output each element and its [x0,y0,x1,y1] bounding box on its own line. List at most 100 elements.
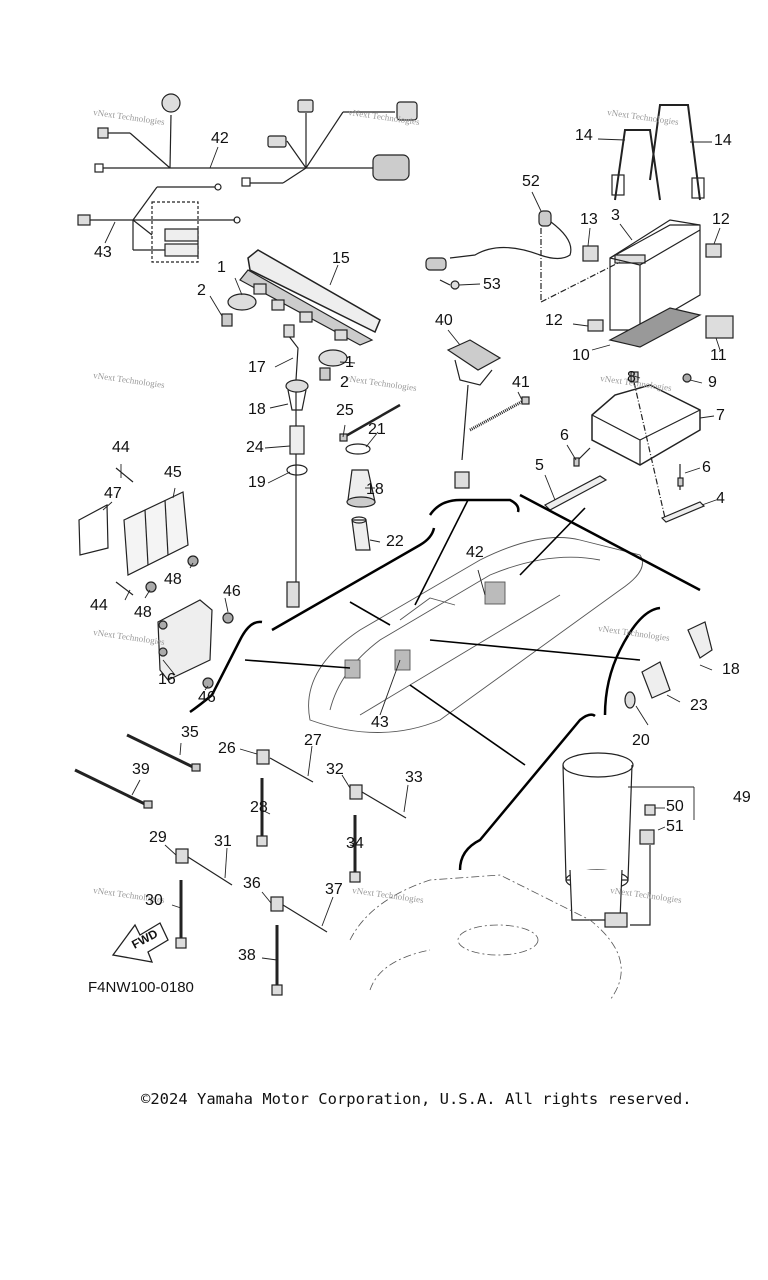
callout-10[interactable]: 10 [572,347,590,364]
nut-48-lower[interactable] [145,581,157,593]
callout-27[interactable]: 27 [304,732,322,749]
callout-4[interactable]: 4 [716,490,725,507]
callout-34[interactable]: 34 [346,835,364,852]
rivet-31[interactable] [187,856,233,886]
holder-32[interactable] [349,784,363,800]
callout-43[interactable]: 43 [371,714,389,731]
callout-12[interactable]: 12 [545,312,563,329]
callout-8[interactable]: 8 [627,369,636,386]
callout-48[interactable]: 48 [164,571,182,588]
sleeve-24[interactable] [289,425,305,455]
nut-9[interactable] [682,373,692,383]
grommet-18-c[interactable] [687,621,713,659]
callout-42[interactable]: 42 [211,130,229,147]
callout-9[interactable]: 9 [708,374,717,391]
callout-42[interactable]: 42 [466,544,484,561]
screw-53[interactable] [439,279,460,290]
callout-49[interactable]: 49 [733,789,751,806]
bolt-2[interactable] [221,313,233,327]
tie-38[interactable] [271,925,283,996]
tie-34[interactable] [349,815,361,883]
holder-26[interactable] [256,749,270,765]
callout-19[interactable]: 19 [248,474,266,491]
wire-harness-42[interactable] [94,93,418,187]
cable-tie-35[interactable] [126,733,201,772]
bracket-45[interactable] [123,491,189,576]
grommet-18-b[interactable] [346,469,376,508]
battery-strap-14[interactable] [611,104,705,201]
callout-51[interactable]: 51 [666,818,684,835]
callout-37[interactable]: 37 [325,881,343,898]
callout-43[interactable]: 43 [94,244,112,261]
callout-45[interactable]: 45 [164,464,182,481]
rivet-37[interactable] [282,904,328,933]
callout-14[interactable]: 14 [714,132,732,149]
callout-13[interactable]: 13 [580,211,598,228]
callout-15[interactable]: 15 [332,250,350,267]
rivet-6[interactable] [573,447,591,467]
pad-12[interactable] [705,243,722,258]
callout-32[interactable]: 32 [326,761,344,778]
callout-5[interactable]: 5 [535,457,544,474]
tie-30[interactable] [175,880,187,949]
pad-13[interactable] [582,245,599,262]
nut-46-lower[interactable] [202,677,214,689]
callout-46[interactable]: 46 [198,689,216,706]
callout-28[interactable]: 28 [250,799,268,816]
callout-36[interactable]: 36 [243,875,261,892]
clamp-19[interactable] [286,464,308,476]
holder-29[interactable] [175,848,189,864]
band-21[interactable] [345,443,371,455]
callout-33[interactable]: 33 [405,769,423,786]
meter-lead-17[interactable] [283,324,300,608]
rivet-33[interactable] [361,791,407,819]
callout-16[interactable]: 16 [158,671,176,688]
callout-2[interactable]: 2 [197,282,206,299]
callout-53[interactable]: 53 [483,276,501,293]
bolt-44[interactable] [115,467,134,483]
rivet-27[interactable] [269,757,314,783]
callout-46[interactable]: 46 [223,583,241,600]
callout-25[interactable]: 25 [336,402,354,419]
callout-31[interactable]: 31 [214,833,232,850]
sleeve-23[interactable] [641,661,671,699]
callout-11[interactable]: 11 [710,347,727,364]
bracket-5[interactable] [544,475,608,511]
bolt-2-right[interactable] [319,367,331,381]
sleeve-22[interactable] [351,516,371,551]
callout-48[interactable]: 48 [134,604,152,621]
callout-38[interactable]: 38 [238,947,256,964]
callout-39[interactable]: 39 [132,761,150,778]
plate-47[interactable] [78,504,109,556]
ecu-16[interactable] [157,599,213,681]
callout-26[interactable]: 26 [218,740,236,757]
clip-20[interactable] [624,691,636,709]
callout-14[interactable]: 14 [575,127,593,144]
callout-50[interactable]: 50 [666,798,684,815]
battery-pad-10[interactable] [608,307,702,348]
callout-52[interactable]: 52 [522,173,540,190]
lead-51[interactable] [630,829,655,926]
callout-44[interactable]: 44 [112,439,130,456]
bolt-44-lower[interactable] [115,581,134,596]
callout-41[interactable]: 41 [512,374,530,391]
battery-box-7[interactable] [591,384,701,466]
cable-tie-41[interactable] [469,396,530,432]
meter-assembly-15[interactable] [239,249,381,346]
nut-48[interactable] [187,555,199,567]
callout-30[interactable]: 30 [145,892,163,909]
callout-18[interactable]: 18 [248,401,266,418]
grommet-18[interactable] [285,379,309,411]
callout-3[interactable]: 3 [611,207,620,224]
tie-28[interactable] [256,778,268,847]
callout-23[interactable]: 23 [690,697,708,714]
cable-tie-39[interactable] [74,768,153,809]
callout-6[interactable]: 6 [702,459,711,476]
callout-6[interactable]: 6 [560,427,569,444]
wire-harness-43[interactable] [77,183,241,263]
callout-21[interactable]: 21 [368,421,386,438]
grommet-1[interactable] [227,293,257,311]
callout-18[interactable]: 18 [722,661,740,678]
grommet-1-right[interactable] [318,349,348,367]
callout-12[interactable]: 12 [712,211,730,228]
